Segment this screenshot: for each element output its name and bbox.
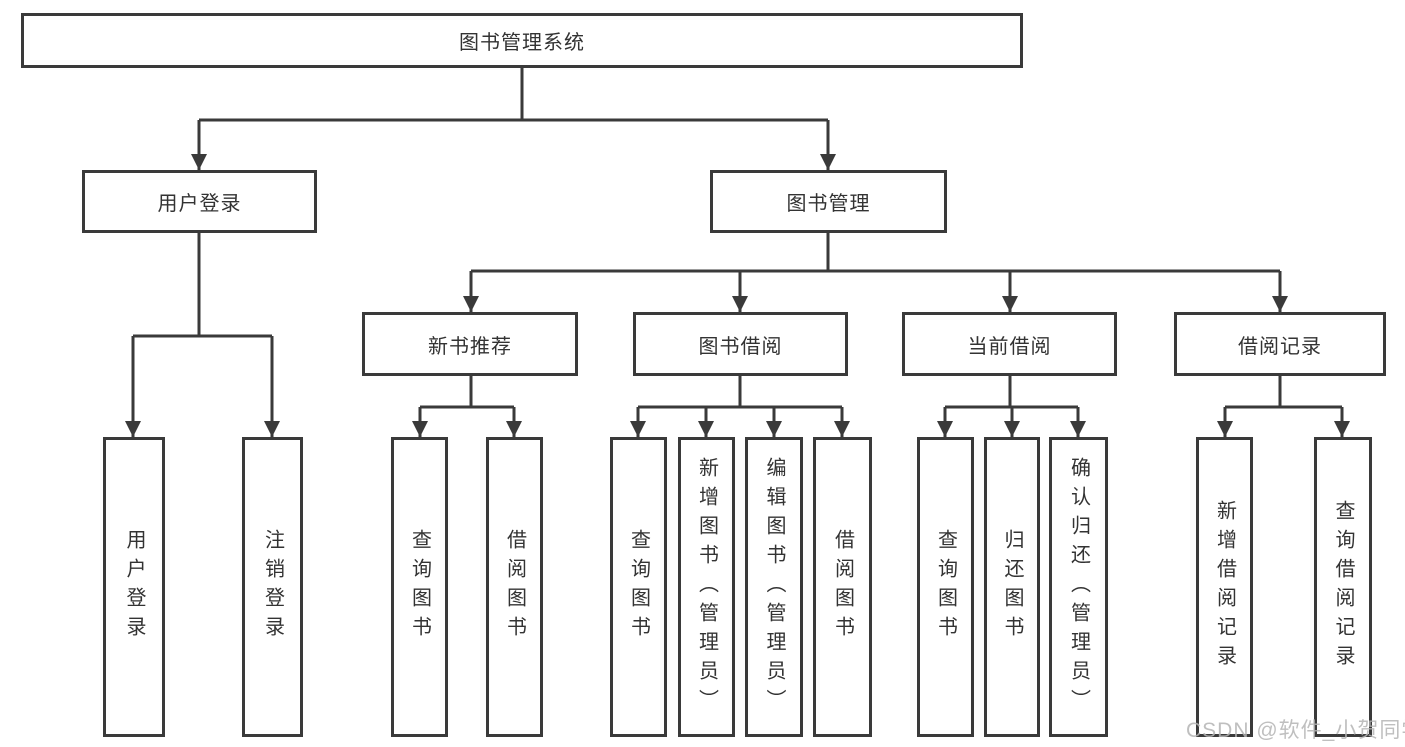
node-book-management: 图书管理 [710,170,947,233]
leaf-label: 查询图书 [627,529,650,645]
leaf-label: 查询图书 [934,529,957,645]
leaf-borrow-books: 借阅图书 [813,437,872,737]
leaf-query-books-newrec: 查询图书 [391,437,448,737]
leaf-label: 归还图书 [1001,529,1023,645]
leaf-label: 新增借阅记录 [1213,500,1236,674]
node-user-login: 用户登录 [82,170,317,233]
leaf-user-login: 用户登录 [103,437,165,737]
node-new-book-recommend: 新书推荐 [362,312,578,376]
leaf-query-books-current: 查询图书 [917,437,974,737]
leaf-query-books-borrow: 查询图书 [610,437,667,737]
node-current-borrow: 当前借阅 [902,312,1117,376]
node-label: 借阅记录 [1238,335,1322,358]
leaf-label: 借阅图书 [831,529,854,645]
leaf-label: 查询图书 [408,529,431,645]
leaf-label: 借阅图书 [503,529,526,645]
leaf-label: 用户登录 [123,529,145,645]
leaf-logout: 注销登录 [242,437,303,737]
node-book-borrow: 图书借阅 [633,312,848,376]
node-borrow-records: 借阅记录 [1174,312,1386,376]
leaf-query-borrow-record: 查询借阅记录 [1314,437,1372,737]
leaf-label: 新增图书（管理员） [695,456,718,718]
leaf-borrow-books-newrec: 借阅图书 [486,437,543,737]
node-label: 图书管理系统 [459,32,585,54]
node-label: 图书借阅 [698,335,783,358]
leaf-add-borrow-record: 新增借阅记录 [1196,437,1253,737]
node-label: 图书管理 [786,193,871,215]
leaf-add-books-admin: 新增图书（管理员） [678,437,735,737]
leaf-label: 编辑图书（管理员） [763,456,785,718]
leaf-confirm-return-admin: 确认归还（管理员） [1049,437,1108,737]
node-label: 用户登录 [157,193,242,215]
leaf-edit-books-admin: 编辑图书（管理员） [745,437,803,737]
csdn-watermark: CSDN @软件_小贺同学 [1186,719,1405,742]
node-label: 新书推荐 [428,335,512,358]
leaf-label: 查询借阅记录 [1332,500,1354,674]
node-label: 当前借阅 [967,335,1052,358]
leaf-label: 注销登录 [261,529,284,645]
node-root-system: 图书管理系统 [21,13,1023,68]
leaf-return-books: 归还图书 [984,437,1040,737]
leaf-label: 确认归还（管理员） [1067,456,1090,718]
